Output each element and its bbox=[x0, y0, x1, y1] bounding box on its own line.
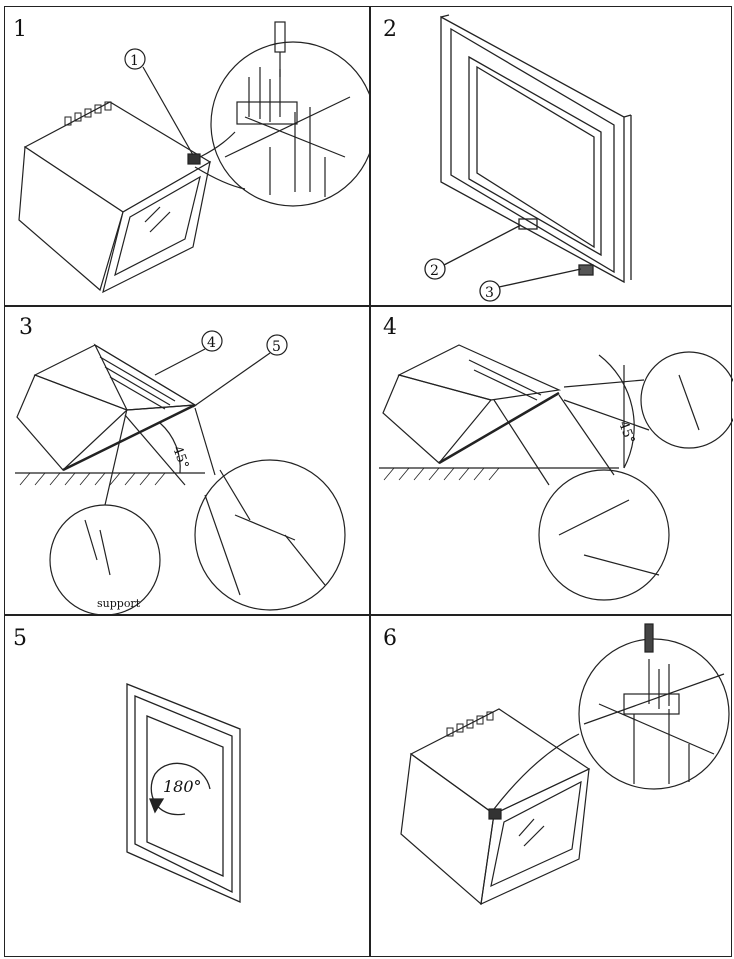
callout-2: 2 bbox=[430, 263, 439, 279]
step-6-illustration bbox=[400, 623, 730, 906]
step-2-illustration: 2 3 bbox=[424, 14, 632, 302]
callout-4: 4 bbox=[207, 335, 216, 351]
angle-label: 45° bbox=[169, 444, 191, 471]
row-divider-1 bbox=[5, 305, 731, 307]
step-panel-5: 5 180° bbox=[5, 614, 369, 958]
step-3-illustration: 4 5 45° support bbox=[15, 330, 346, 614]
step-panel-2: 2 2 3 bbox=[369, 7, 733, 305]
step-panel-3: 3 bbox=[5, 305, 369, 614]
step-number: 4 bbox=[383, 315, 397, 340]
step-panel-6: 6 bbox=[369, 614, 733, 958]
step-panel-4: 4 bbox=[369, 305, 733, 614]
step-panel-1: 1 bbox=[5, 7, 369, 305]
callout-1: 1 bbox=[130, 53, 139, 69]
column-divider bbox=[369, 7, 371, 956]
step-4-illustration: 45° bbox=[379, 344, 733, 601]
step-1-illustration: 1 bbox=[18, 21, 369, 294]
step-number: 1 bbox=[13, 17, 27, 42]
step-5-illustration: 180° bbox=[126, 683, 241, 903]
instruction-grid: 1 bbox=[4, 6, 733, 958]
rotation-label: 180° bbox=[163, 777, 202, 796]
row-divider-2 bbox=[5, 614, 731, 616]
step-number: 2 bbox=[383, 17, 397, 42]
callout-3: 3 bbox=[485, 285, 494, 301]
support-label: support bbox=[97, 597, 141, 610]
step-number: 6 bbox=[383, 626, 397, 651]
step-number: 3 bbox=[19, 315, 33, 340]
callout-5: 5 bbox=[272, 339, 281, 355]
step-number: 5 bbox=[13, 626, 27, 651]
angle-label: 45° bbox=[615, 419, 637, 446]
